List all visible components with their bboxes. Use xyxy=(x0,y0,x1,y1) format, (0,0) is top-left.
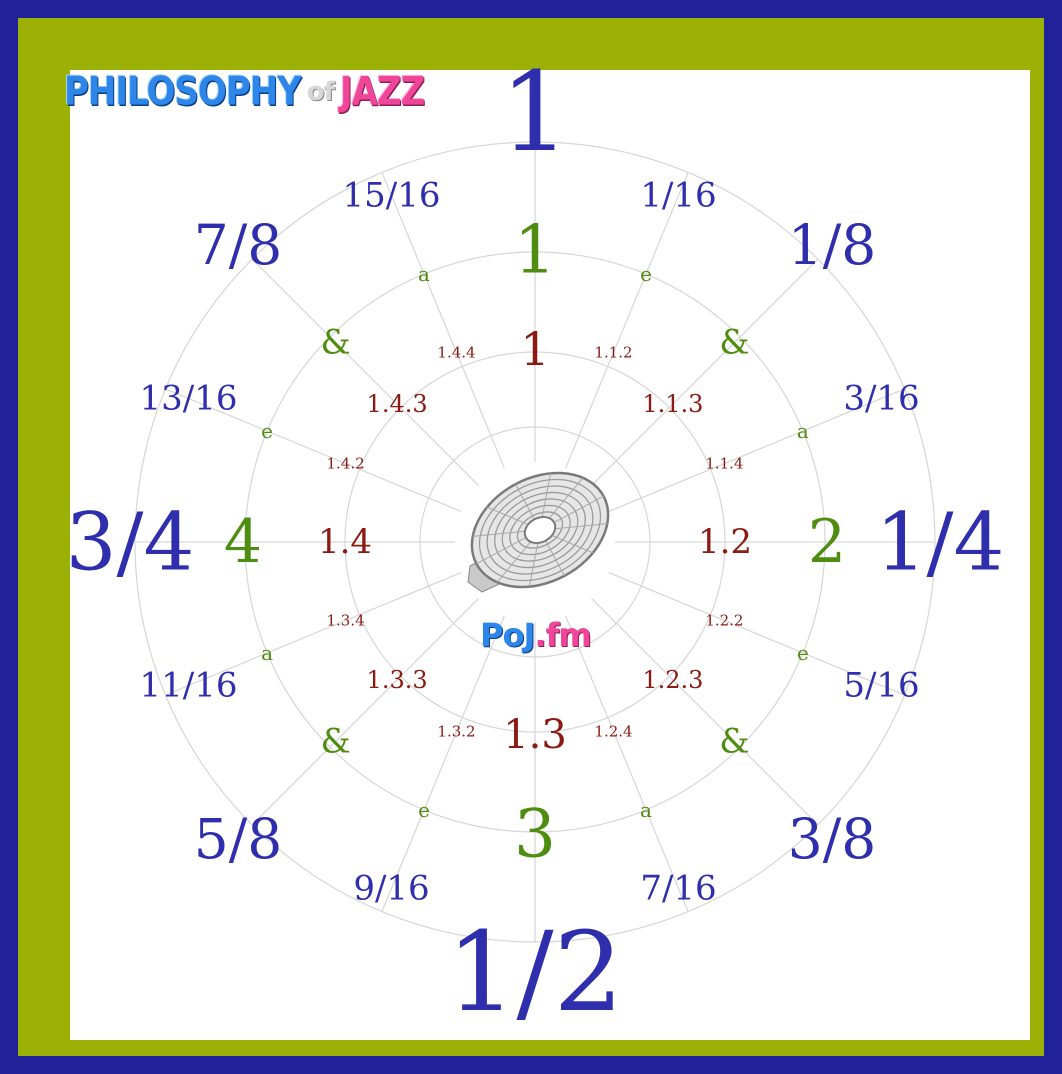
fraction-label: 3/8 xyxy=(788,807,877,871)
fraction-label: 3/16 xyxy=(843,379,919,419)
fraction-label: 1 xyxy=(500,48,570,176)
beat-label: a xyxy=(418,262,430,286)
logo-word-jazz: JAZZ xyxy=(339,68,425,115)
center-logo-fm: .fm xyxy=(534,616,591,654)
beat-label: a xyxy=(261,641,273,665)
fraction-label: 7/8 xyxy=(194,213,283,277)
logo-word-philosophy: PHILOSOPHY xyxy=(64,68,302,115)
subdivision-label: 1.1.2 xyxy=(594,344,632,362)
beat-label: & xyxy=(719,721,749,761)
beat-label: a xyxy=(797,419,809,443)
fraction-labels: 11/161/83/161/45/163/87/161/29/165/811/1… xyxy=(66,48,1005,1036)
subdivision-label: 1.4.2 xyxy=(327,455,365,473)
beat-label: 1 xyxy=(514,212,556,289)
wheel-grid xyxy=(134,141,936,943)
spoke-3 xyxy=(608,388,905,512)
wheel-labels: 11/161/83/161/45/163/87/161/29/165/811/1… xyxy=(66,48,1005,1036)
beat-label: e xyxy=(640,262,652,286)
beat-label: e xyxy=(418,798,430,822)
subdivision-label: 1.2 xyxy=(698,522,752,562)
fraction-label: 5/8 xyxy=(194,807,283,871)
spoke-1 xyxy=(565,172,689,469)
beat-label: & xyxy=(719,323,749,363)
spoke-6 xyxy=(591,598,819,826)
fraction-label: 11/16 xyxy=(140,666,238,706)
beat-label: 4 xyxy=(224,507,262,577)
spoke-10 xyxy=(251,598,479,826)
spoke-2 xyxy=(591,258,819,486)
subdivision-label: 1.4.4 xyxy=(437,344,475,362)
beat-label: 2 xyxy=(808,507,846,577)
center-logo: PoJ.fm xyxy=(480,616,592,654)
spoke-11 xyxy=(165,572,462,696)
logo-word-of: of xyxy=(306,76,335,107)
fraction-label: 3/4 xyxy=(66,496,195,589)
beat-label: & xyxy=(320,721,350,761)
fraction-label: 1/8 xyxy=(788,213,877,277)
subdivision-label: 1.3.4 xyxy=(327,612,365,630)
fraction-label: 9/16 xyxy=(353,869,429,909)
fraction-label: 15/16 xyxy=(343,176,441,216)
spoke-13 xyxy=(165,388,462,512)
subdivision-label: 1.2.4 xyxy=(594,722,632,740)
fraction-label: 1/2 xyxy=(446,908,623,1036)
subdivision-label: 1.2.2 xyxy=(705,612,743,630)
center-logo-poj: PoJ xyxy=(480,616,535,654)
subdivision-labels: 1 1.1.2 1.1.3 1.1.4 1.2 1.2.2 1.2.3 1.2.4 1.3 1.3… xyxy=(318,322,752,758)
subdivision-label: 1.4.3 xyxy=(367,390,428,418)
fraction-label: 1/4 xyxy=(876,496,1005,589)
beat-label: a xyxy=(640,798,652,822)
spoke-5 xyxy=(608,572,905,696)
spoke-14 xyxy=(251,258,479,486)
beat-label: & xyxy=(320,323,350,363)
fraction-label: 7/16 xyxy=(640,869,716,909)
fraction-label: 5/16 xyxy=(843,666,919,706)
subdivision-label: 1.3.3 xyxy=(367,666,428,694)
spoke-9 xyxy=(381,615,505,912)
fraction-label: 1/16 xyxy=(640,176,716,216)
subdivision-label: 1 xyxy=(520,322,549,376)
beat-label: e xyxy=(797,641,809,665)
subdivision-label: 1.2.3 xyxy=(642,666,703,694)
spoke-15 xyxy=(381,172,505,469)
fraction-label: 13/16 xyxy=(140,379,238,419)
subdivision-label: 1.1.3 xyxy=(642,390,703,418)
beat-labels: 1 e & a 2 e & a 3 e & a 4 e & a xyxy=(224,212,846,873)
beat-label: 3 xyxy=(514,796,556,873)
subdivision-label: 1.3.2 xyxy=(437,722,475,740)
gramophone-horn-icon xyxy=(467,471,610,593)
subdivision-label: 1.1.4 xyxy=(705,455,743,473)
spoke-7 xyxy=(565,615,689,912)
subdivision-label: 1.4 xyxy=(318,522,372,562)
subdivision-label: 1.3 xyxy=(503,712,567,758)
beat-label: e xyxy=(261,419,273,443)
